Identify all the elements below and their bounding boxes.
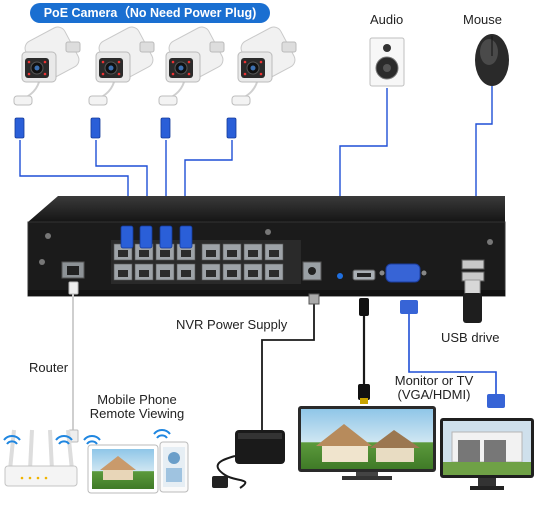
wifi-icon [84,430,170,444]
camera-leads [25,78,258,98]
rj45-plugs-top [15,118,236,138]
poe-camera-4 [238,24,298,84]
power-adapter [212,430,285,488]
monitor [298,406,436,480]
poe-camera-badge: PoE Camera（No Need Power Plug) [30,3,270,23]
mouse-cable [476,86,492,205]
mobile-phone [160,442,188,492]
audio-speaker [370,38,404,86]
audio-label: Audio [370,13,403,27]
remote-viewing-label: Remote Viewing [80,407,194,421]
vga-hdmi-label: (VGA/HDMI) [384,388,484,402]
nvr-recorder [28,196,505,296]
mouse-label: Mouse [463,13,502,27]
router [4,430,77,486]
tablet [88,445,158,493]
camera-connectors [14,96,250,105]
usb-mouse [475,34,509,86]
poe-camera-1 [22,24,82,84]
nvr-power-supply-label: NVR Power Supply [176,318,287,332]
poe-camera-3 [166,24,226,84]
usb-drive-label: USB drive [441,331,500,345]
tv [440,418,534,490]
poe-camera-2 [96,24,156,84]
router-label: Router [29,361,68,375]
usb-drive [463,280,482,323]
poe-port-array [111,240,301,284]
